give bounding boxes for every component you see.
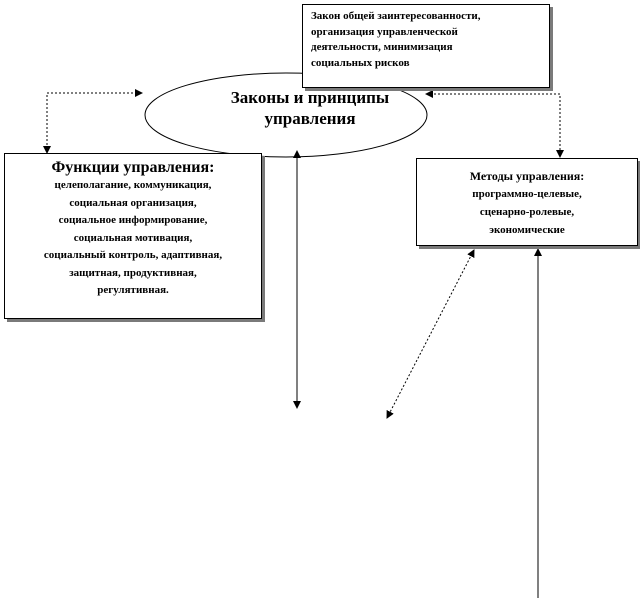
functions-line: защитная, продуктивная, [69, 266, 197, 279]
functions-box: Функции управления: целеполагание, комму… [4, 153, 262, 319]
methods-line: экономические [489, 224, 565, 236]
functions-title: Функции управления: [51, 159, 215, 176]
methods-box: Методы управления: программно-целевые, с… [416, 158, 638, 246]
laws-ellipse-label: Законы и принципы управления [200, 87, 420, 129]
law-box: Закон общей заинтересованности, организа… [302, 4, 550, 88]
functions-line: социальное информирование, [58, 214, 208, 226]
law-line: деятельности, минимизация [311, 41, 453, 53]
ellipse-line: управления [264, 109, 356, 128]
methods-title: Методы управления: [469, 169, 585, 183]
law-line: Закон общей заинтересованности, [311, 10, 481, 22]
law-line: организация управленческой [311, 25, 458, 38]
methods-line: программно-целевые, [472, 188, 582, 200]
ellipse-line: Законы и принципы [230, 88, 390, 107]
arrow-diagonal [386, 249, 475, 419]
functions-line: регулятивная. [97, 284, 169, 296]
functions-line: социальная организация, [69, 196, 197, 209]
methods-line: сценарно-ролевые, [479, 206, 575, 218]
functions-line: целеполагание, коммуникация, [54, 179, 212, 191]
connector-functions-laws [43, 89, 143, 154]
connector-laws-methods [425, 90, 564, 158]
law-line: социальных рисков [311, 56, 410, 69]
functions-line: социальный контроль, адаптивная, [43, 249, 223, 261]
functions-line: социальная мотивация, [73, 231, 193, 244]
